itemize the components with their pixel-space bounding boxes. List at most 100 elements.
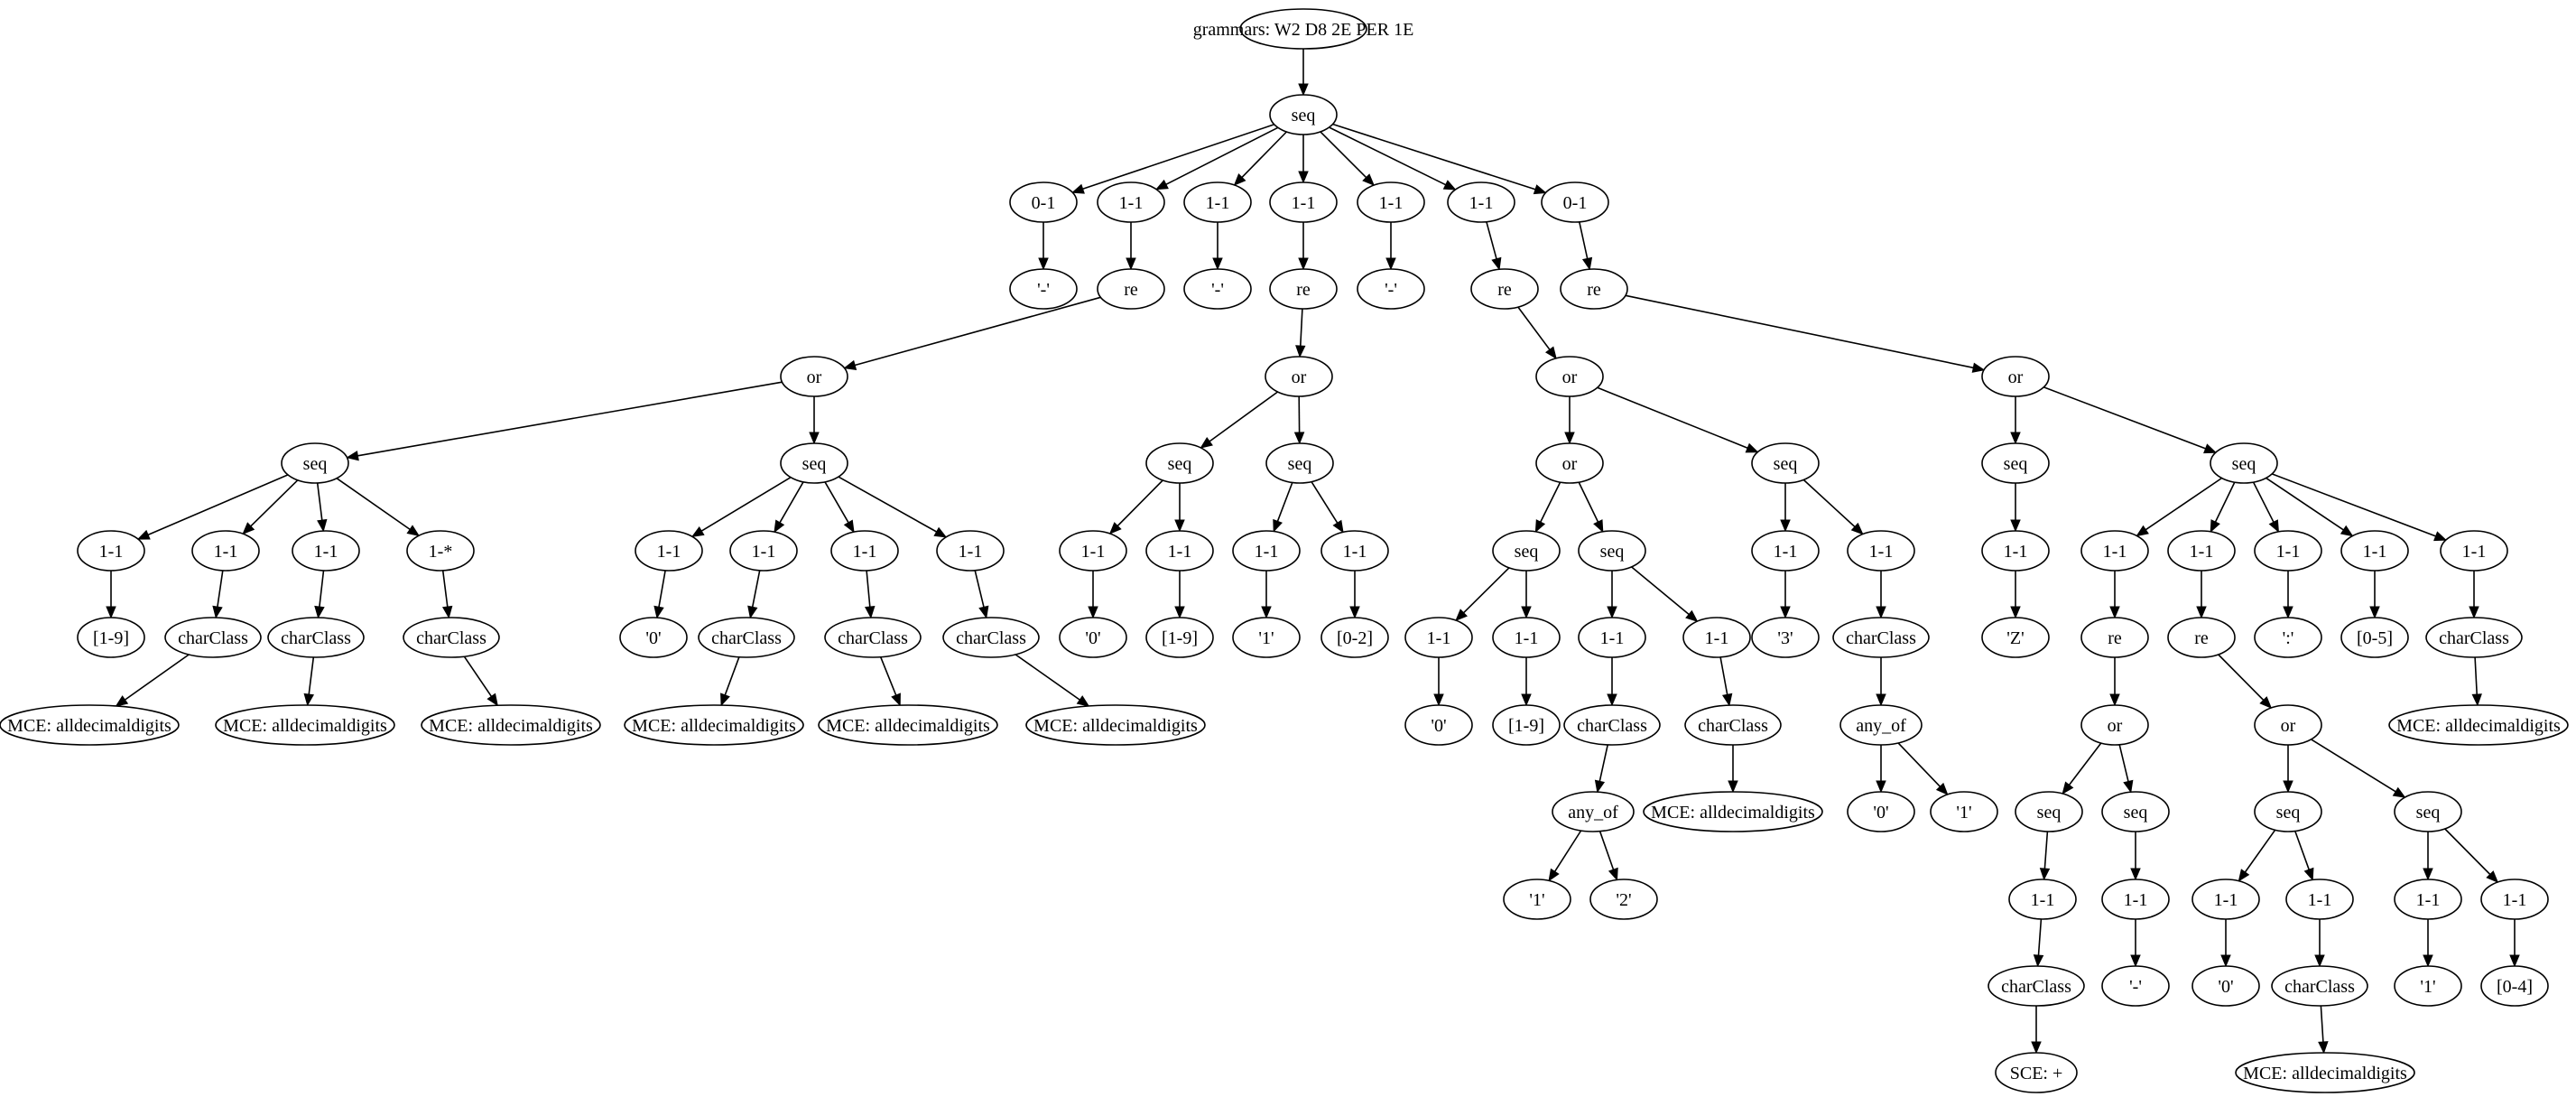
edge-arrowhead — [1534, 519, 1546, 534]
node-ellipse — [1751, 442, 1820, 484]
edge-line — [779, 481, 804, 524]
edge-arrowhead — [2136, 525, 2149, 537]
node-ellipse — [1552, 791, 1635, 832]
node-label: 1-1 — [752, 542, 776, 562]
node-ellipse — [780, 442, 848, 484]
edge-line — [316, 482, 323, 521]
edge-arrowhead — [1332, 519, 1344, 534]
node-label: MCE: alldecimaldigits — [429, 716, 593, 736]
edge-line — [658, 570, 666, 608]
node-ellipse — [2191, 965, 2260, 1007]
node-label: 1-1 — [2363, 542, 2387, 562]
edge-arrowhead — [1593, 519, 1604, 534]
node-label: '-' — [1037, 280, 1050, 300]
node-ellipse — [2101, 791, 2170, 832]
node-ellipse — [818, 704, 998, 746]
edge-arrowhead — [1544, 346, 1557, 359]
node-ellipse — [824, 617, 922, 658]
node-label: re — [2194, 628, 2209, 648]
edge-arrowhead — [2433, 531, 2448, 542]
node-1-1: 1-1 — [2340, 530, 2409, 572]
edge-arrowhead — [1521, 606, 1532, 619]
node-ellipse — [1320, 530, 1389, 572]
node-seq: seq — [1269, 94, 1338, 135]
edge-line — [308, 656, 315, 695]
edge-arrowhead — [809, 432, 820, 445]
edge-arrowhead — [2283, 606, 2293, 619]
edge-line — [319, 570, 325, 608]
node-ellipse — [1578, 530, 1646, 572]
node-1-1: 1-1 — [1269, 181, 1338, 223]
node-1: '1' — [1930, 791, 1998, 832]
edge-arrowhead — [2303, 867, 2314, 881]
node-ellipse — [1535, 442, 1604, 484]
edge-line — [1553, 830, 1582, 872]
node-ellipse — [2340, 617, 2409, 658]
node-ellipse — [2271, 965, 2368, 1007]
edge-line — [2244, 829, 2276, 873]
edge-line — [1015, 654, 1080, 701]
node-re: re — [1097, 268, 1165, 310]
node-label: 1-1 — [1255, 542, 1279, 562]
node-ellipse — [1930, 791, 1998, 832]
node-charclass: charClass — [164, 617, 262, 658]
edge-arrowhead — [212, 605, 223, 619]
edge-arrowhead — [106, 606, 116, 619]
node-1-1: 1-1 — [2394, 879, 2462, 920]
edge-arrowhead — [1607, 606, 1617, 619]
edge-arrowhead — [136, 529, 151, 540]
node-seq: seq — [1751, 442, 1820, 484]
node-label: seq — [1292, 106, 1316, 126]
node-label: seq — [2037, 803, 2062, 823]
node-ellipse — [0, 704, 180, 746]
node-label: charClass — [416, 628, 486, 648]
node-charclass: charClass — [824, 617, 922, 658]
node-mce-alldecimaldigits: MCE: alldecimaldigits — [2388, 704, 2569, 746]
node-ellipse — [1832, 617, 1930, 658]
edge-line — [217, 570, 224, 608]
node-0-4: [0-4] — [2480, 965, 2549, 1007]
node-mce-alldecimaldigits: MCE: alldecimaldigits — [818, 704, 998, 746]
node-ellipse — [1541, 181, 1609, 223]
edge-arrowhead — [1298, 257, 1309, 271]
node-label: any_of — [1856, 716, 1906, 736]
node-label: '2' — [1616, 890, 1631, 910]
node-label: seq — [1515, 542, 1539, 562]
node-label: 1-1 — [959, 542, 983, 562]
edge-line — [1540, 481, 1561, 523]
edge-arrowhead — [1876, 780, 1886, 794]
node-symbol: '-' — [1183, 268, 1252, 310]
edge-line — [2320, 1005, 2324, 1043]
node-ellipse — [2388, 704, 2569, 746]
node-charclass: charClass — [403, 617, 500, 658]
node-ellipse — [2254, 791, 2322, 832]
edge-arrowhead — [1088, 606, 1098, 619]
node-ellipse — [267, 617, 365, 658]
edge-arrowhead — [1261, 606, 1272, 619]
edge-line — [2218, 654, 2265, 702]
node-label: [1-9] — [93, 628, 129, 648]
node-label: 1-1 — [314, 542, 338, 562]
node-seq: seq — [2394, 791, 2462, 832]
node-label: seq — [303, 454, 328, 474]
node-label: 1-1 — [1292, 193, 1316, 213]
edge-arrowhead — [865, 606, 876, 619]
node-ellipse — [2210, 442, 2278, 484]
edge-line — [2068, 742, 2102, 786]
node-ellipse — [191, 530, 260, 572]
node-ellipse — [1684, 704, 1782, 746]
node-label: charClass — [711, 628, 782, 648]
node-label: re — [1497, 280, 1512, 300]
edge-arrowhead — [1433, 693, 1444, 707]
node-1-1: 1-1 — [1847, 530, 1915, 572]
node-1-1: 1-1 — [2254, 530, 2322, 572]
edge-arrowhead — [843, 359, 857, 370]
edge-line — [974, 570, 985, 608]
edge-arrowhead — [690, 526, 705, 537]
edge-line — [1241, 131, 1287, 178]
edge-arrowhead — [1876, 693, 1886, 707]
node-label: '-' — [1211, 280, 1224, 300]
node-ellipse — [2254, 617, 2322, 658]
edge-line — [2252, 481, 2275, 523]
edge-line — [336, 478, 411, 531]
